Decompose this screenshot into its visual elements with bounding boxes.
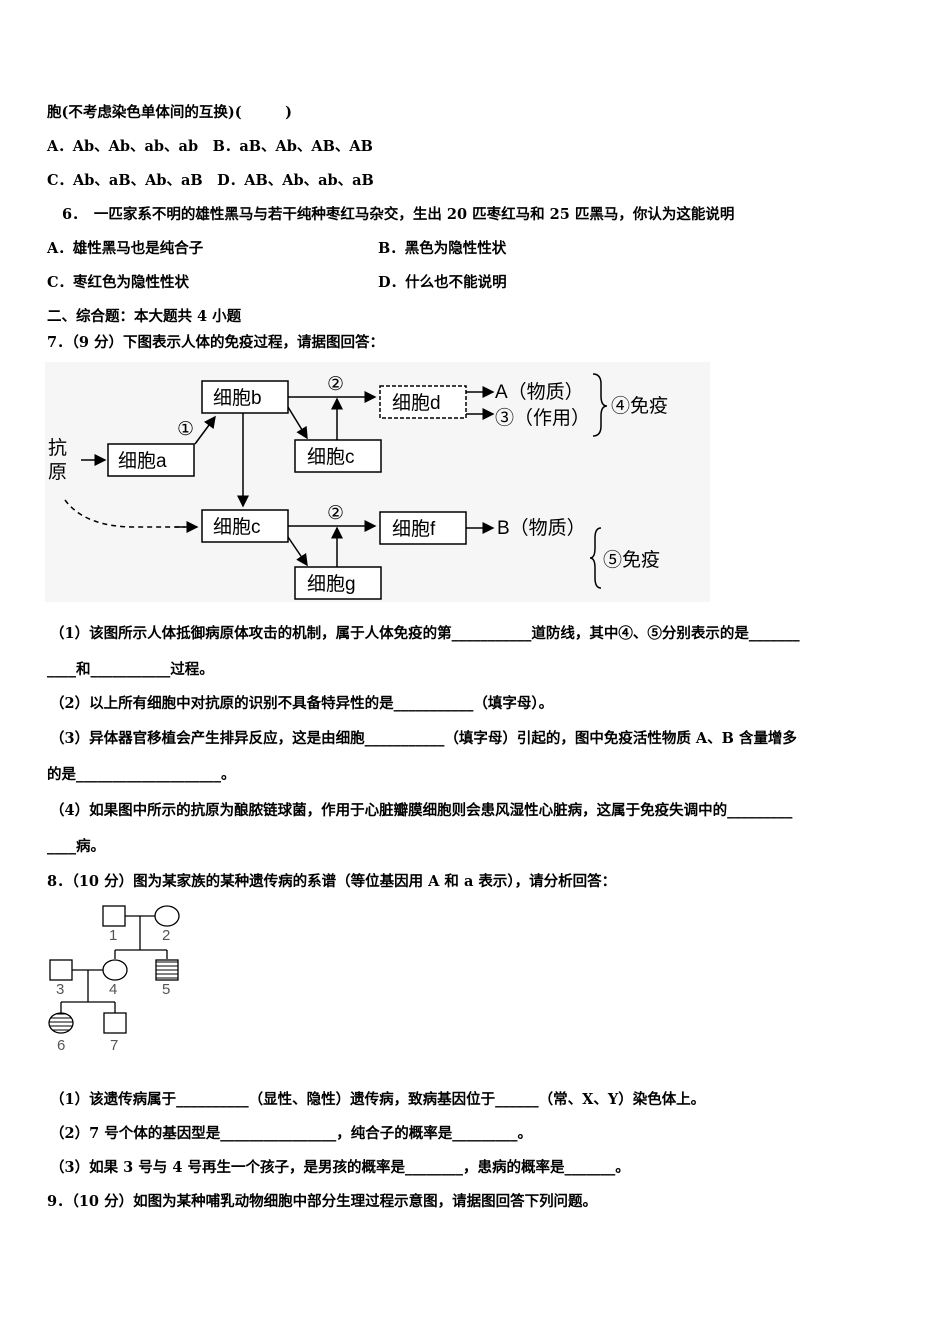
label-1: 1 — [109, 927, 117, 944]
label-2: 2 — [162, 927, 170, 944]
q8-sub3: （3）如果 3 号与 4 号再生一个孩子，是男孩的概率是________，患病的… — [50, 1159, 630, 1176]
q7-sub1-line1: （1）该图所示人体抵御病原体攻击的机制，属于人体免疫的第___________道… — [50, 625, 800, 642]
label-7: 7 — [110, 1037, 118, 1054]
q7-sub1-line2: ____和___________过程。 — [47, 661, 214, 678]
cell-c-top-label: 细胞c — [307, 446, 355, 468]
pedigree-chart: 1 2 3 4 5 6 7 — [48, 905, 180, 1054]
mark-2-top: ② — [327, 374, 344, 395]
label-4: 4 — [109, 981, 117, 998]
section-title: 二、综合题：本大题共 4 小题 — [47, 308, 242, 325]
individual-2 — [154, 905, 180, 927]
individual-3 — [49, 959, 73, 981]
q8-sub1: （1）该遗传病属于__________（显性、隐性）遗传病，致病基因位于____… — [50, 1091, 706, 1108]
q6-option-b: B．黑色为隐性性状 — [378, 240, 507, 257]
cell-d-label: 细胞d — [392, 392, 441, 414]
cell-g-box — [294, 566, 382, 600]
output-a: A（物质） — [495, 381, 584, 403]
cell-b-label: 细胞b — [213, 387, 262, 409]
q6-stem: 6． 一匹家系不明的雄性黑马与若干纯种枣红马杂交，生出 20 匹枣红马和 25 … — [62, 206, 735, 223]
label-3: 3 — [56, 981, 64, 998]
individual-1 — [102, 905, 126, 927]
antigen-label-1: 抗 — [48, 437, 67, 459]
q8-sub2: （2）7 号个体的基因型是________________，纯合子的概率是___… — [50, 1125, 532, 1142]
cell-f-label: 细胞f — [392, 518, 436, 540]
q5-options-line1: A．Ab、Ab、ab、ab B．aB、Ab、AB、AB — [47, 138, 373, 155]
q6-option-a: A．雄性黑马也是纯合子 — [47, 240, 204, 257]
q9-stem: 9．（10 分）如图为某种哺乳动物细胞中部分生理过程示意图，请据图回答下列问题。 — [47, 1193, 598, 1210]
q8-stem: 8．（10 分）图为某家族的某种遗传病的系谱（等位基因用 A 和 a 表示），请… — [47, 873, 617, 890]
individual-5-affected — [155, 959, 179, 981]
mark-2-bottom: ② — [327, 503, 344, 524]
immune-5-label: ⑤免疫 — [603, 549, 660, 571]
q5-stem-tail: 胞(不考虑染色单体间的互换)( ) — [47, 104, 292, 121]
cell-d-box — [379, 385, 467, 419]
q7-sub2: （2）以上所有细胞中对抗原的识别不具备特异性的是___________（填字母）… — [50, 695, 554, 712]
cell-g-label: 细胞g — [307, 573, 356, 595]
cell-c-top-box — [294, 439, 382, 473]
cell-c-bottom-label: 细胞c — [213, 516, 261, 538]
individual-7 — [103, 1012, 127, 1034]
cell-f-box — [379, 511, 467, 545]
q7-sub4-line1: （4）如果图中所示的抗原为酿脓链球菌，作用于心脏瓣膜细胞则会患风湿性心脏病，这属… — [50, 802, 793, 819]
mark-1: ① — [177, 419, 194, 440]
immune-4-label: ④免疫 — [611, 395, 668, 417]
label-5: 5 — [162, 981, 170, 998]
q7-sub3-line2: 的是____________________。 — [47, 766, 236, 783]
q6-option-c: C．枣红色为隐性性状 — [47, 274, 190, 291]
individual-4 — [102, 959, 128, 981]
cell-b-box — [201, 380, 289, 414]
cell-a-box — [107, 443, 195, 477]
q7-sub4-line2: ____病。 — [47, 838, 105, 855]
output-b: B（物质） — [497, 517, 586, 539]
q6-option-d: D．什么也不能说明 — [378, 274, 507, 291]
q7-stem: 7．（9 分）下图表示人体的免疫过程，请据图回答： — [47, 334, 384, 351]
antigen-label-2: 原 — [48, 462, 67, 483]
label-6: 6 — [57, 1037, 65, 1054]
immune-process-diagram: 抗 原 细胞a 细胞b ① ② 细胞c 细胞d A（物质） ③（作用） ④免疫 … — [45, 362, 710, 602]
output-3: ③（作用） — [495, 407, 590, 429]
cell-a-label: 细胞a — [118, 450, 167, 472]
individual-6-affected — [48, 1012, 74, 1034]
q5-options-line2: C．Ab、aB、Ab、aB D．AB、Ab、ab、aB — [47, 172, 374, 189]
q7-sub3-line1: （3）异体器官移植会产生排异反应，这是由细胞___________（填字母）引起… — [50, 730, 797, 747]
